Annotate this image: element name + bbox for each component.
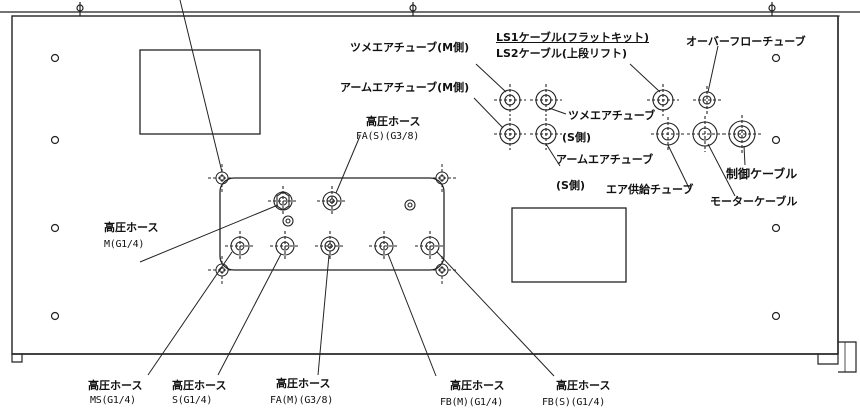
label-arm-air-m: アームエアチューブ(M側) bbox=[340, 81, 470, 94]
mount-hole bbox=[50, 311, 60, 321]
subplate-bolt-tr bbox=[428, 164, 456, 192]
label-hose-ms-spec: MS(G1/4) bbox=[90, 395, 136, 406]
tube-grommets bbox=[494, 84, 761, 153]
leader-air-supply bbox=[667, 144, 691, 191]
label-hose-fb-s-spec: FB(S)(G1/4) bbox=[542, 397, 605, 408]
leader-fa-s bbox=[335, 135, 361, 194]
grommet-overflow bbox=[693, 86, 721, 114]
hose-subplate bbox=[219, 177, 445, 271]
label-control-cable: 制御ケーブル bbox=[726, 167, 798, 181]
subplate-bolt-br bbox=[428, 256, 456, 284]
hose-fittings bbox=[225, 186, 445, 261]
fitting-fb-s bbox=[415, 231, 445, 261]
grommet-arm-s bbox=[530, 118, 562, 150]
fitting-fa-s bbox=[317, 186, 347, 216]
leader-control bbox=[743, 145, 746, 166]
leader-motor bbox=[707, 143, 736, 197]
leader-top-left bbox=[179, 0, 223, 173]
fitting-m bbox=[268, 186, 298, 216]
label-ls1-cable: LS1ケーブル(フラットキット) bbox=[496, 31, 649, 44]
fitting-small-right bbox=[404, 199, 416, 211]
bottom-right-bracket bbox=[817, 341, 857, 373]
leader-ms bbox=[147, 251, 233, 376]
leader-s bbox=[217, 253, 282, 376]
mount-hole bbox=[771, 135, 781, 145]
leader-arm-m bbox=[473, 97, 504, 129]
label-hose-fa-m-name: 高圧ホース bbox=[276, 377, 331, 390]
fitting-s bbox=[270, 231, 300, 261]
mount-hole bbox=[771, 53, 781, 63]
label-arm-air-s-side: (S側) bbox=[556, 179, 585, 192]
label-tsume-air-m: ツメエアチューブ(M側) bbox=[350, 41, 470, 54]
leader-fb-s bbox=[436, 251, 555, 377]
label-hose-fa-s-name: 高圧ホース bbox=[366, 115, 421, 128]
label-overflow-tube: オーバーフローチューブ bbox=[686, 35, 806, 48]
grommet-arm-m bbox=[494, 118, 526, 150]
label-air-supply-tube: エア供給チューブ bbox=[606, 183, 694, 196]
leader-m bbox=[139, 204, 279, 263]
grommet-control bbox=[723, 115, 761, 153]
label-hose-fa-s-spec: FA(S)(G3/8) bbox=[356, 131, 419, 142]
fitting-fa-m bbox=[315, 231, 345, 261]
panel-outline bbox=[11, 15, 839, 355]
label-arm-air-s: アームエアチューブ bbox=[556, 153, 654, 166]
mounting-holes bbox=[50, 53, 781, 321]
leader-tsume-m bbox=[475, 63, 507, 93]
label-ls2-cable: LS2ケーブル(上段リフト) bbox=[496, 47, 627, 60]
label-motor-cable: モーターケーブル bbox=[710, 195, 798, 208]
label-hose-fb-s-name: 高圧ホース bbox=[556, 379, 611, 392]
label-hose-s-name: 高圧ホース bbox=[172, 379, 227, 392]
bottom-left-bracket bbox=[11, 354, 23, 363]
mount-hole bbox=[50, 53, 60, 63]
fitting-fb-m bbox=[369, 231, 399, 261]
mount-hole bbox=[50, 223, 60, 233]
grommet-tsume-m bbox=[494, 84, 526, 116]
grommet-tsume-s bbox=[530, 84, 562, 116]
label-hose-fa-m-spec: FA(M)(G3/8) bbox=[270, 395, 333, 406]
grommet-motor bbox=[687, 116, 723, 152]
mount-hole bbox=[50, 135, 60, 145]
leader-fa-m bbox=[317, 254, 330, 376]
lower-right-cutout bbox=[511, 207, 627, 283]
label-hose-fb-m-spec: FB(M)(G1/4) bbox=[440, 397, 503, 408]
top-pin-center bbox=[409, 2, 417, 16]
fitting-small-center bbox=[282, 215, 294, 227]
leader-ls bbox=[629, 63, 661, 93]
label-tsume-air-s-side: (S側) bbox=[562, 131, 591, 144]
leader-arm-s bbox=[545, 143, 561, 167]
upper-left-cutout bbox=[139, 49, 261, 135]
mount-hole bbox=[771, 223, 781, 233]
label-hose-m-name: 高圧ホース bbox=[104, 221, 159, 234]
leader-tsume-s bbox=[548, 107, 567, 115]
label-hose-m-spec: M(G1/4) bbox=[104, 239, 145, 250]
subplate-bolts bbox=[208, 164, 456, 284]
top-pin-right bbox=[768, 2, 776, 16]
label-hose-ms-name: 高圧ホース bbox=[88, 379, 143, 392]
leader-overflow bbox=[707, 45, 719, 93]
fitting-ms bbox=[225, 231, 255, 261]
mount-hole bbox=[771, 311, 781, 321]
label-tsume-air-s: ツメエアチューブ bbox=[568, 109, 656, 122]
leader-lines bbox=[139, 0, 746, 377]
leader-fb-m bbox=[387, 253, 437, 377]
label-hose-s-spec: S(G1/4) bbox=[172, 395, 213, 406]
top-pin-left bbox=[76, 2, 84, 16]
label-hose-fb-m-name: 高圧ホース bbox=[450, 379, 505, 392]
grommet-ls bbox=[647, 84, 679, 116]
